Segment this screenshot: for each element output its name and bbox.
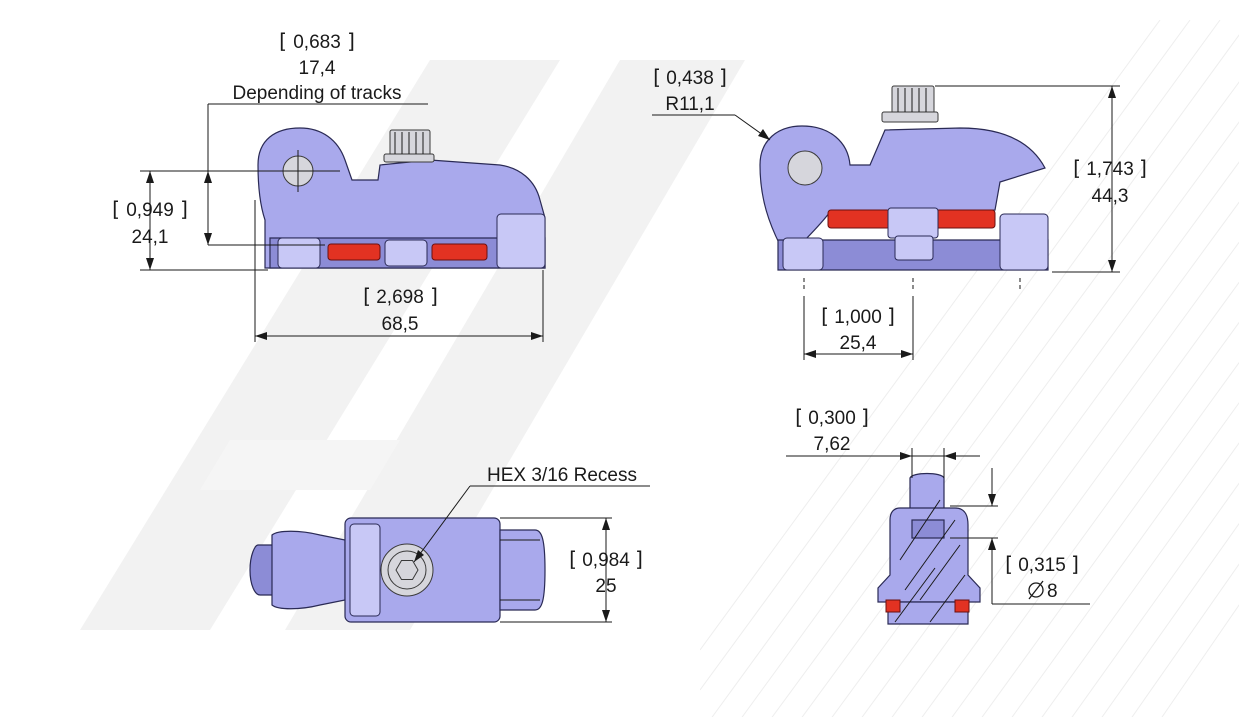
height-total-mm: 44,3 (1092, 186, 1129, 207)
svg-text:]: ] (861, 405, 869, 429)
pin-diameter-mm: 8 (1047, 581, 1058, 602)
svg-text:]: ] (430, 284, 438, 308)
pin-diameter-inch: 0,315 (1018, 555, 1066, 576)
pivot-offset-inch: 0,683 (293, 32, 341, 53)
svg-text:[: [ (569, 547, 577, 571)
svg-text:]: ] (1139, 156, 1147, 180)
height-total-inch: 1,743 (1086, 159, 1134, 180)
svg-text:]: ] (347, 29, 355, 53)
svg-text:[: [ (1073, 156, 1081, 180)
dim-height-total: [ 1,743 ] 44,3 (1073, 156, 1147, 207)
side-view-right (759, 85, 1049, 271)
width-mm: 25 (595, 576, 616, 597)
slot-width-mm: 7,62 (814, 434, 851, 455)
svg-text:[: [ (1005, 552, 1013, 576)
dim-width: [ 0,984 ] 25 (569, 547, 643, 597)
svg-text:[: [ (795, 405, 803, 429)
svg-text:]: ] (719, 65, 727, 89)
dim-lines-view4 (786, 448, 1090, 605)
svg-text:[: [ (363, 284, 371, 308)
radius-inch: 0,438 (666, 68, 714, 89)
pitch-inch: 1,000 (834, 307, 882, 328)
svg-text:]: ] (635, 547, 643, 571)
height-left-mm: 24,1 (132, 227, 169, 248)
side-view-left (257, 127, 546, 269)
length-inch: 2,698 (376, 287, 424, 308)
radius-mm: R11,1 (665, 94, 714, 115)
height-left-inch: 0,949 (126, 200, 174, 221)
svg-text:]: ] (1071, 552, 1079, 576)
svg-text:[: [ (112, 197, 120, 221)
svg-text:]: ] (180, 197, 188, 221)
dim-radius: [ 0,438 ] R11,1 (653, 65, 727, 115)
dim-pivot-offset: [ 0,683 ] 17,4 Depending of tracks (233, 29, 402, 104)
dim-length: [ 2,698 ] 68,5 (363, 284, 438, 335)
diameter-icon (1028, 580, 1044, 600)
pivot-offset-note: Depending of tracks (233, 83, 402, 104)
pivot-offset-mm: 17,4 (299, 58, 336, 79)
top-view (249, 517, 546, 623)
slot-width-inch: 0,300 (808, 408, 856, 429)
svg-text:[: [ (279, 29, 287, 53)
pitch-mm: 25,4 (840, 333, 877, 354)
width-inch: 0,984 (582, 550, 630, 571)
section-view (877, 472, 981, 625)
dim-slot-width: [ 0,300 ] 7,62 (795, 405, 869, 455)
svg-text:[: [ (821, 304, 829, 328)
background-hatching (700, 20, 1239, 717)
dim-pin-diameter: [ 0,315 ] 8 (1005, 552, 1079, 602)
svg-text:[: [ (653, 65, 661, 89)
dim-pitch: [ 1,000 ] 25,4 (821, 304, 895, 354)
dim-height-left: [ 0,949 ] 24,1 (112, 197, 188, 248)
dim-lines-view3 (413, 485, 650, 623)
svg-text:]: ] (887, 304, 895, 328)
dim-lines-view2 (652, 85, 1120, 360)
length-mm: 68,5 (382, 314, 419, 335)
dim-lines-view1 (140, 103, 544, 342)
hex-recess-label: HEX 3/16 Recess (487, 465, 637, 486)
